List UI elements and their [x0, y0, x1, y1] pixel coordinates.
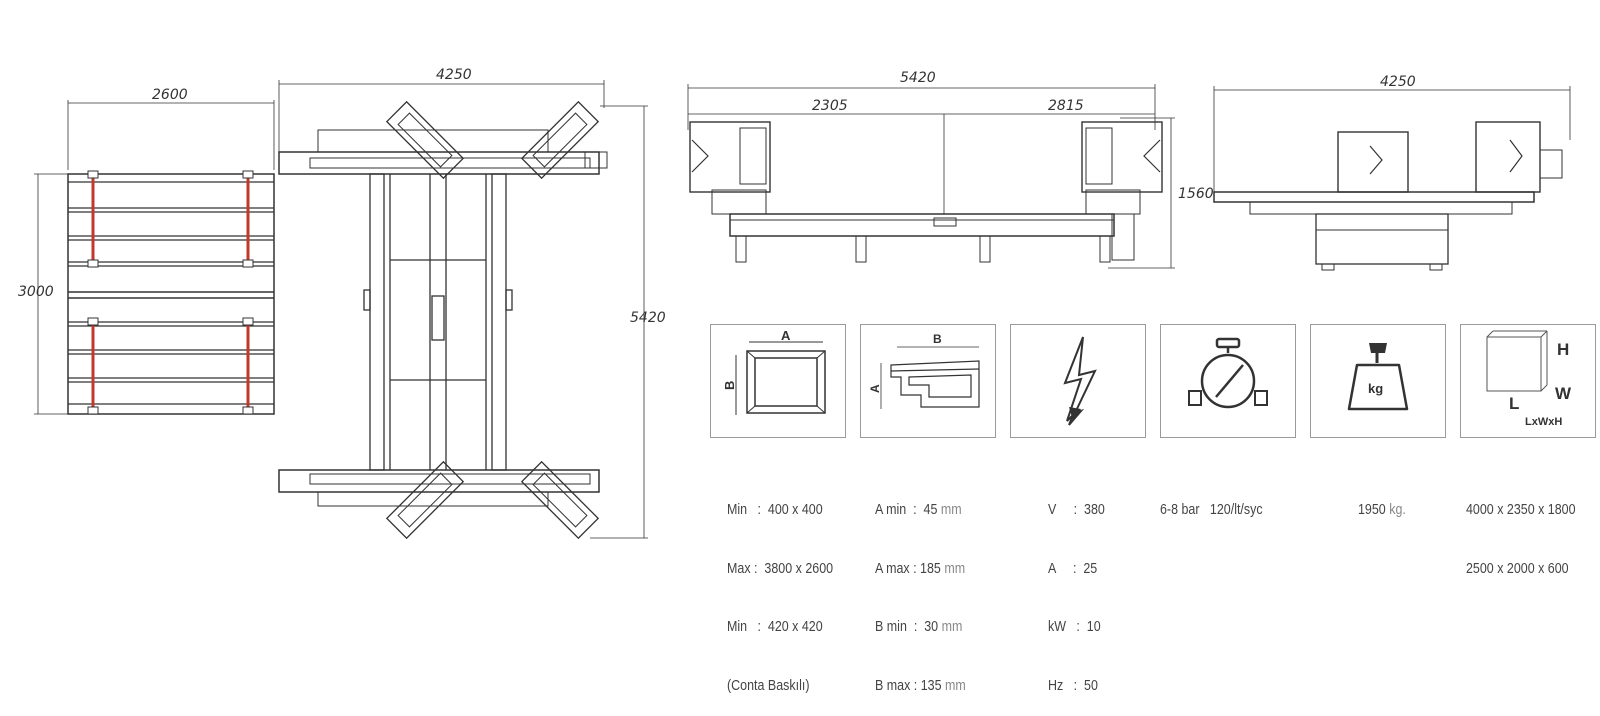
dim-l-label: L — [1509, 394, 1519, 413]
profile-a-label: A — [868, 384, 882, 393]
front-length-label: 5420 — [900, 70, 936, 86]
weight-specs: 1950 kg. — [1358, 462, 1406, 540]
frame-specs: Min : 400 x 400 Max : 3800 x 2600 Min : … — [727, 462, 833, 716]
grid-width-label: 2600 — [152, 87, 188, 103]
profile-b-label: B — [933, 332, 942, 346]
dimensions-box-icon: H W L LxWxH — [1486, 330, 1572, 428]
electric-spec-row: Hz : 50 — [1048, 677, 1098, 694]
size-spec-row: 4000 x 2350 x 1800 — [1466, 502, 1576, 518]
air-specs: 6-8 bar 120/lt/syc — [1160, 462, 1263, 540]
electric-box — [1010, 324, 1146, 438]
profile-specs: A min : 45 mm A max : 185 mm B min : 30 … — [875, 462, 966, 716]
frame-size-box: A B — [710, 324, 846, 438]
profile-spec-row: A max : 185 mm — [875, 560, 966, 577]
frame-spec-row: Min : 400 x 400 — [727, 502, 823, 518]
weight-icon: kg — [1347, 343, 1409, 411]
size-specs: 4000 x 2350 x 1800 2500 x 2000 x 600 — [1466, 462, 1576, 599]
weight-box: kg — [1310, 324, 1446, 438]
frame-size-icon: A B — [722, 328, 826, 415]
frame-b-label: B — [722, 381, 737, 390]
dim-w-label: W — [1555, 384, 1572, 403]
electric-spec-row: V : 380 — [1048, 502, 1105, 518]
dimensions-box: H W L LxWxH — [1460, 324, 1596, 438]
profile-spec-row: B max : 135 mm — [875, 677, 966, 694]
air-pressure-icon — [1188, 337, 1268, 409]
total-length-label: 5420 — [630, 310, 666, 326]
profile-spec-row: B min : 30 mm — [875, 619, 963, 635]
electric-spec-row: A : 25 — [1048, 560, 1098, 577]
air-spec-row: 6-8 bar 120/lt/syc — [1160, 502, 1263, 518]
frame-spec-row: Max : 3800 x 2600 — [727, 560, 834, 577]
air-pressure-box — [1160, 324, 1296, 438]
weight-spec-row: 1950 kg. — [1358, 502, 1406, 518]
output-grid-drawing — [34, 100, 275, 415]
frame-a-label: A — [781, 328, 791, 343]
side-view-drawing — [1213, 86, 1571, 271]
front-left-label: 2305 — [812, 98, 848, 114]
profile-size-box: B A — [860, 324, 996, 438]
frame-spec-row: (Conta Baskılı) — [727, 677, 810, 694]
front-height-label: 1560 — [1178, 186, 1214, 202]
front-view-drawing — [687, 84, 1175, 269]
dim-h-label: H — [1557, 340, 1569, 359]
top-width-label: 4250 — [436, 67, 472, 83]
electric-spec-row: kW : 10 — [1048, 619, 1101, 635]
frame-spec-row: Min : 420 x 420 — [727, 619, 823, 635]
dim-lwh-label: LxWxH — [1525, 416, 1562, 428]
technical-drawing: 2600 3000 4250 5420 5420 2305 2815 1560 … — [18, 67, 1571, 540]
top-view-drawing — [278, 80, 648, 540]
electric-specs: V : 380 A : 25 kW : 10 Hz : 50 — [1048, 462, 1105, 716]
electric-icon — [1063, 336, 1097, 426]
profile-size-icon: B A — [868, 332, 980, 409]
side-width-label: 4250 — [1380, 74, 1416, 90]
profile-spec-row: A min : 45 mm — [875, 502, 962, 518]
size-spec-row: 2500 x 2000 x 600 — [1466, 560, 1569, 577]
front-right-label: 2815 — [1048, 98, 1084, 114]
grid-height-label: 3000 — [18, 284, 54, 300]
weight-kg-label: kg — [1368, 381, 1383, 396]
